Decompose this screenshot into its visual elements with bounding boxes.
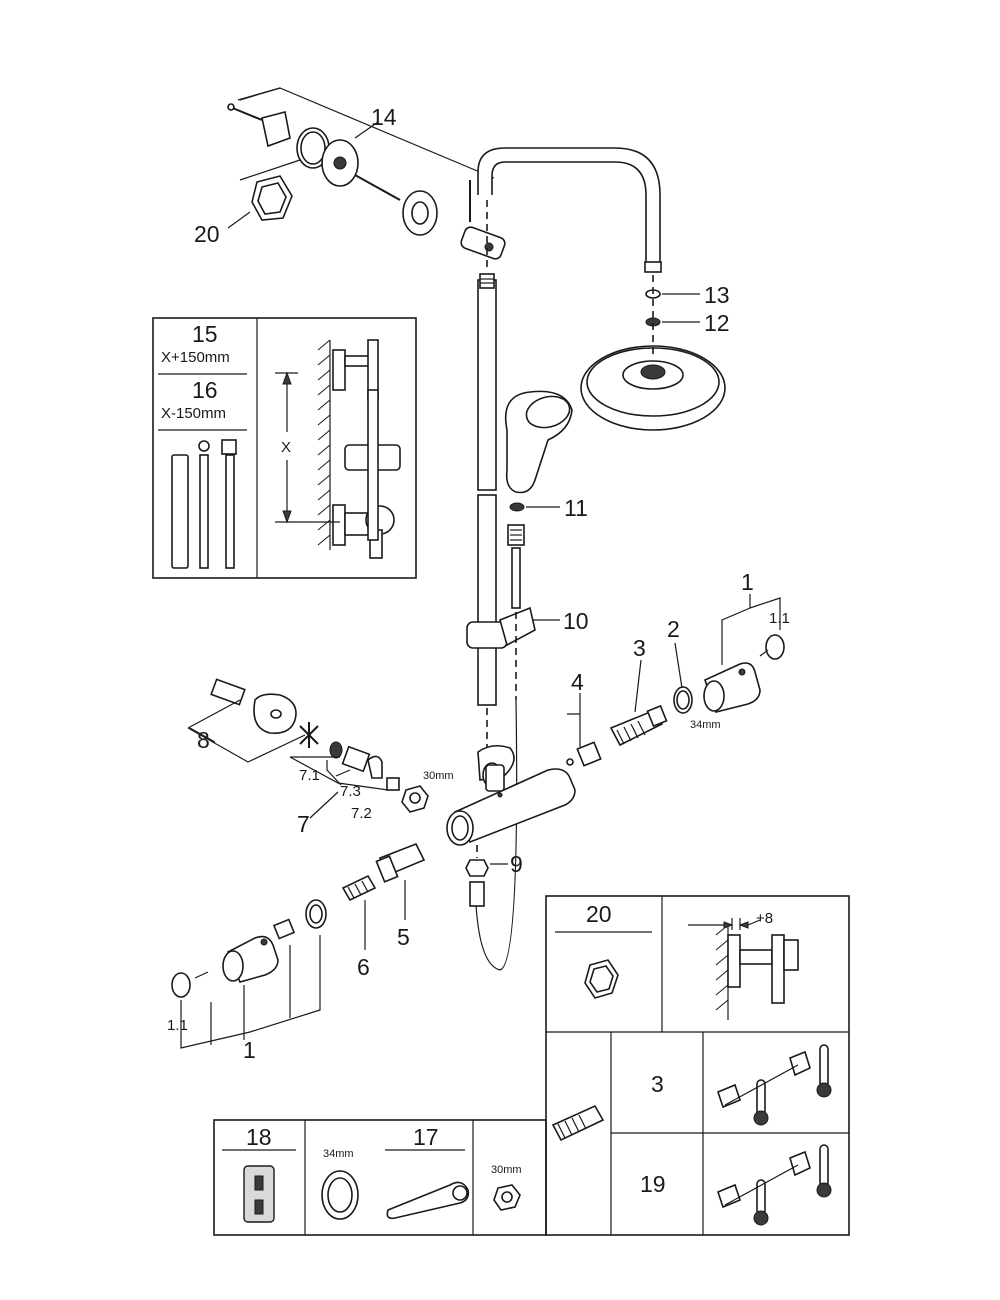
callout-6: 6 — [357, 954, 370, 980]
shower-riser — [466, 147, 662, 780]
hand-shower — [469, 390, 573, 971]
thermometer-icons-3 — [717, 1044, 832, 1126]
spare-label-20: 20 — [586, 901, 612, 927]
callout-7-2: 7.2 — [351, 805, 372, 822]
label-15: 15 — [192, 321, 218, 347]
callout-1-1-top: 1.1 — [769, 610, 790, 627]
callout-12: 12 — [704, 310, 730, 336]
tools-size-34mm: 34mm — [323, 1148, 354, 1160]
tools-label-18: 18 — [246, 1124, 272, 1150]
tools-label-17: 17 — [413, 1124, 439, 1150]
dim-16: X-150mm — [161, 405, 226, 422]
callout-9: 9 — [510, 851, 523, 877]
spare-parts-box — [545, 895, 850, 1236]
callout-2: 2 — [667, 616, 680, 642]
callout-8: 8 — [197, 727, 210, 753]
callout-1-top: 1 — [741, 569, 754, 595]
callout-3: 3 — [633, 635, 646, 661]
head-shower — [580, 275, 726, 431]
tools-box — [213, 1119, 547, 1236]
callout-7: 7 — [297, 811, 310, 837]
lower-left-parts — [171, 842, 426, 1049]
callout-4: 4 — [571, 669, 584, 695]
label-16: 16 — [192, 377, 218, 403]
callout-34mm-top: 34mm — [690, 719, 721, 731]
callout-5: 5 — [397, 924, 410, 950]
right-handle-parts — [566, 594, 785, 767]
left-inlet-parts — [187, 678, 429, 819]
spare-label-19: 19 — [640, 1171, 666, 1197]
callout-10: 10 — [563, 608, 589, 634]
callout-30mm-mid: 30mm — [423, 770, 454, 782]
dim-x: X — [281, 439, 291, 456]
callout-20: 20 — [194, 221, 220, 247]
callout-7-3: 7.3 — [340, 783, 361, 800]
callout-13: 13 — [704, 282, 730, 308]
callout-7-1: 7.1 — [299, 767, 320, 784]
callout-1-bottom: 1 — [243, 1037, 256, 1063]
spare-offset-8: +8 — [756, 910, 773, 927]
callout-1-1-bottom: 1.1 — [167, 1017, 188, 1034]
spare-label-3: 3 — [651, 1071, 664, 1097]
tools-size-30mm: 30mm — [491, 1164, 522, 1176]
callout-14: 14 — [371, 104, 397, 130]
extension-box — [152, 317, 417, 579]
dim-15: X+150mm — [161, 349, 230, 366]
callout-11: 11 — [564, 495, 588, 521]
thermostat-body — [446, 744, 576, 877]
thermometer-icons-19 — [717, 1144, 832, 1226]
wall-bracket-assembly — [227, 87, 506, 260]
